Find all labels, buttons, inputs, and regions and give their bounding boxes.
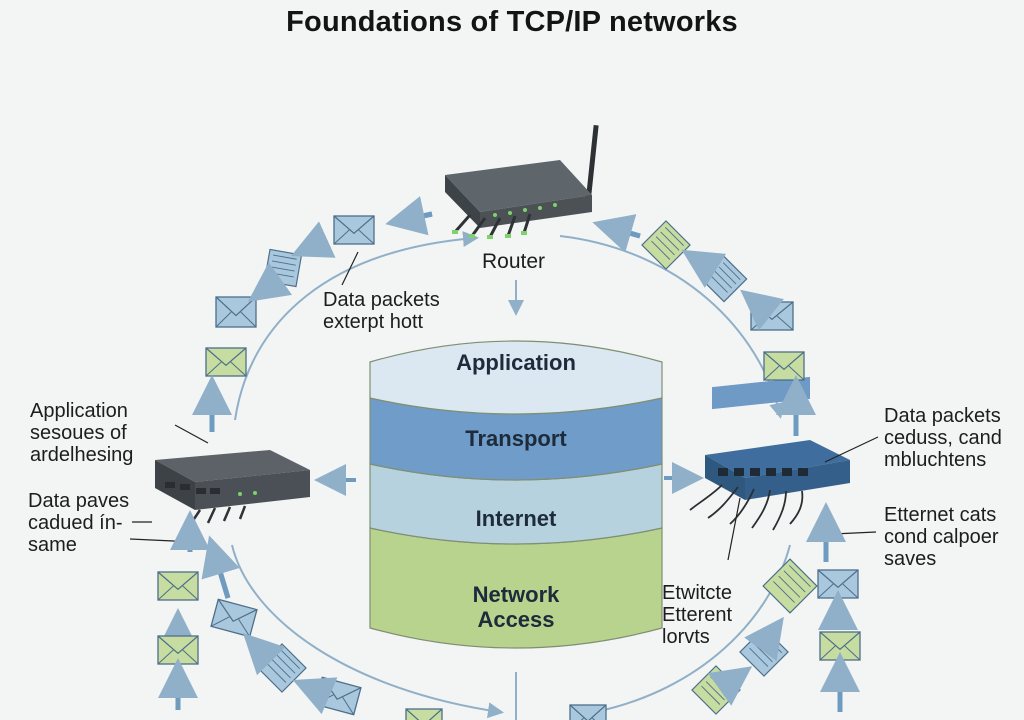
envelope-icon <box>205 347 247 377</box>
document-icon <box>641 220 691 270</box>
annotation-left-lower-line2: cadued ín- <box>28 512 123 534</box>
annotation-center-bottom-line3: lorvts <box>662 626 710 648</box>
right-switch-icon <box>689 376 850 531</box>
annotation-right-lower-line1: Etternet cats <box>884 504 997 526</box>
flow-arrow-head <box>292 677 338 715</box>
flow-arrow-head <box>740 289 784 331</box>
layer-label-transport: Transport <box>465 426 567 451</box>
annotation-center-bottom-line1: Etwitcte <box>662 582 733 604</box>
left-switch-icon <box>155 450 310 526</box>
annotation-right-upper: Data packets ceduss, cand mbluchtens <box>884 405 1002 471</box>
router-label: Router <box>482 250 546 273</box>
envelope-icon <box>405 708 443 720</box>
annotation-left-lower: Data paves cadued ín- same <box>28 490 129 556</box>
envelope-icon <box>157 635 199 665</box>
flow-arrow-head <box>681 249 727 288</box>
annotation-center-bottom: Etwitcte Etterent lorvts <box>662 582 732 648</box>
envelope-icon <box>819 631 861 661</box>
tcpip-stack: Application Transport Internet Network A… <box>369 340 663 720</box>
arc-bottom-left <box>231 544 504 719</box>
flow-arrow-head <box>242 632 286 676</box>
annotation-right-upper-line2: ceduss, cand <box>884 427 1002 449</box>
document-icon <box>691 665 741 715</box>
flow-arrow-head <box>385 196 433 236</box>
flow-arrow-head <box>592 214 641 253</box>
annotation-right-lower-line3: saves <box>884 548 937 570</box>
annotation-top-line2: exterpt hott <box>323 311 424 333</box>
flow-arrow-head <box>201 535 240 599</box>
layer-application <box>369 340 663 415</box>
arc-top-left <box>234 231 479 421</box>
envelope-icon <box>569 704 607 720</box>
document-icon <box>263 248 303 288</box>
annotation-left-upper: Application sesoues of ardelhesing <box>30 400 133 466</box>
document-icon <box>739 627 789 677</box>
annotation-right-lower: Etternet cats cond calpoer saves <box>884 504 999 570</box>
annotation-left-lower-line3: same <box>28 534 77 556</box>
document-icon <box>700 255 748 303</box>
layer-label-network-line1: Network <box>473 582 561 607</box>
envelope-icon <box>763 351 805 381</box>
annotation-center-bottom-line2: Etterent <box>662 604 733 626</box>
layer-label-network-line2: Access <box>477 607 554 632</box>
annotation-right-upper-line3: mbluchtens <box>884 449 987 471</box>
envelope-icon <box>817 569 859 599</box>
flow-arrow-head <box>707 666 753 706</box>
flow-arrow-head <box>247 262 293 302</box>
annotation-left-upper-line1: Application <box>30 400 128 422</box>
flow-arrow-head <box>744 616 784 662</box>
router-icon <box>445 124 599 239</box>
envelope-icon <box>215 296 257 328</box>
envelope-icon <box>750 301 794 331</box>
envelope-icon <box>157 571 199 601</box>
annotation-left-upper-line2: sesoues of <box>30 422 127 444</box>
annotation-left-upper-line3: ardelhesing <box>30 444 134 466</box>
annotation-top: Data packets exterpt hott <box>323 289 440 333</box>
layer-label-internet: Internet <box>476 506 557 531</box>
document-icon <box>762 558 818 614</box>
annotation-right-upper-line1: Data packets <box>884 405 1001 427</box>
annotation-top-line1: Data packets <box>323 289 440 311</box>
envelope-icon <box>314 676 362 716</box>
layer-label-application: Application <box>456 350 576 375</box>
annotation-right-lower-line2: cond calpoer <box>884 526 999 548</box>
flow-arrow-head <box>290 221 336 258</box>
envelope-icon <box>333 215 375 245</box>
diagram-title: Foundations of TCP/IP networks <box>286 6 738 38</box>
envelope-icon <box>210 598 258 638</box>
annotation-left-lower-line1: Data paves <box>28 490 130 512</box>
document-icon <box>257 643 307 693</box>
